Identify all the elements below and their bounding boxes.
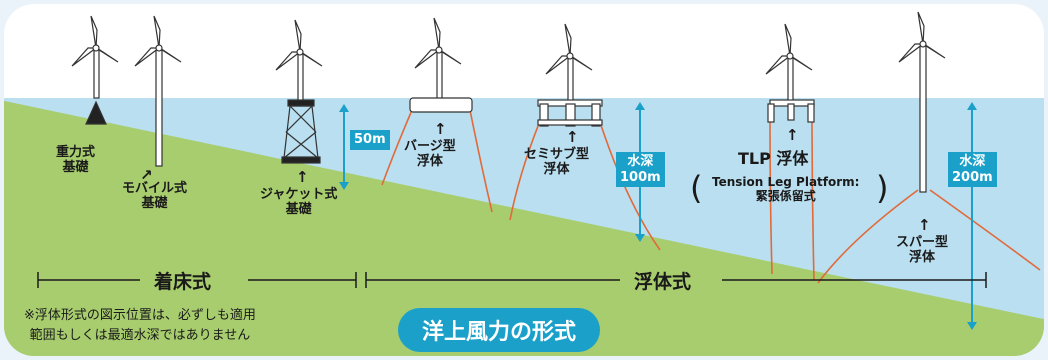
label-semisub-float: セミサブ型浮体 [524, 147, 590, 177]
turbine-monopile [134, 15, 182, 167]
category-fixed: 着床式 [154, 271, 212, 293]
turbine-spar [898, 11, 946, 193]
arrow-tlp: ↑ [786, 126, 799, 144]
label-gravity-foundation: 重力式基礎 [56, 145, 96, 175]
turbine-jacket [275, 19, 323, 164]
arrow-monopile: ↗ [140, 166, 153, 184]
paren-left: ( [690, 169, 703, 207]
disclaimer-note: ※浮体形式の図示位置は、必ずしも適用範囲もしくは最適水深ではありません [24, 308, 256, 343]
depth-label-50m: 50m [350, 130, 390, 150]
label-barge-float: バージ型浮体 [404, 139, 456, 169]
category-floating: 浮体式 [634, 271, 692, 293]
label-tlp-float: TLP 浮体 [738, 149, 809, 168]
paren-right: ) [876, 169, 889, 207]
category-ranges [37, 272, 987, 288]
label-tlp-subtitle: Tension Leg Platform:緊張係留式 [712, 175, 860, 203]
turbine-barge [409, 17, 473, 113]
turbine-semisub [537, 23, 603, 127]
turbine-gravity [71, 15, 119, 125]
arrow-spar: ↑ [918, 216, 931, 234]
arrow-barge: ↑ [434, 120, 447, 138]
seabed [4, 100, 1044, 356]
diagram-title: 洋上風力の形式 [398, 308, 601, 352]
turbine-tlp [765, 23, 815, 123]
arrow-semisub: ↑ [566, 128, 579, 146]
label-jacket-foundation: ジャケット式基礎 [260, 187, 338, 217]
label-monopile-foundation: モバイル式基礎 [122, 181, 188, 211]
mooring-lines [381, 109, 1041, 284]
label-spar-float: スパー型浮体 [896, 235, 949, 265]
turbines [71, 11, 946, 193]
arrow-jacket: ↑ [296, 168, 309, 186]
